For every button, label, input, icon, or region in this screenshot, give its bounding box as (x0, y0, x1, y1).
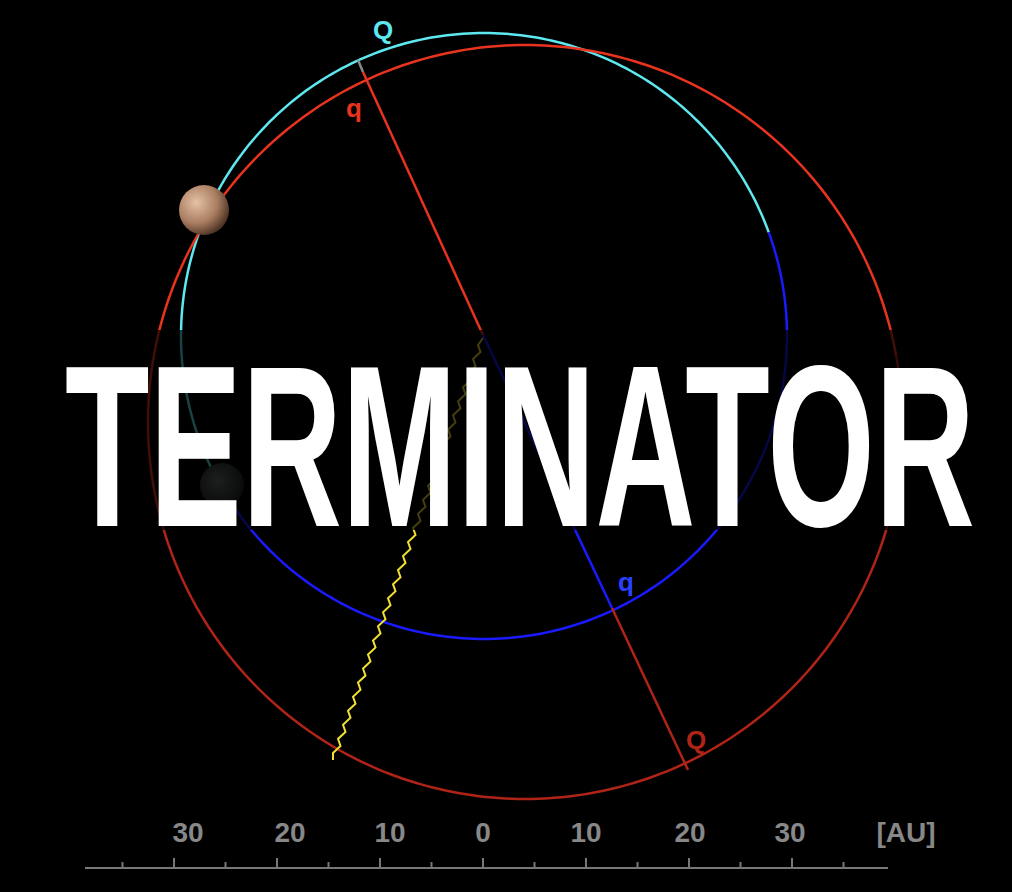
axis-tick (585, 858, 587, 868)
axis-tick (843, 862, 845, 868)
axis-tick (225, 862, 227, 868)
axis-tick (637, 862, 639, 868)
axis-tick (740, 862, 742, 868)
axis-number: 0 (475, 819, 491, 847)
apsis-line (363, 72, 483, 335)
planet-body (179, 185, 229, 235)
axis-tick (482, 858, 484, 868)
perihelion-label: q (346, 95, 362, 121)
scale-axis (85, 858, 888, 868)
axis-tick (173, 858, 175, 868)
axis-tick (122, 862, 124, 868)
title-text: TERMINATOR (65, 332, 975, 562)
axis-number: 20 (674, 819, 705, 847)
axis-tick (534, 862, 536, 868)
axis-number: 20 (274, 819, 305, 847)
axis-unit: [AU] (876, 819, 935, 847)
apsis-line (358, 60, 363, 72)
axis-tick (379, 858, 381, 868)
axis-tick (431, 862, 433, 868)
apsis-line (612, 608, 688, 770)
axis-tick (791, 858, 793, 868)
axis-tick (688, 858, 690, 868)
axis-number: 30 (172, 819, 203, 847)
axis-number: 10 (374, 819, 405, 847)
axis-line (85, 867, 888, 869)
axis-number: 10 (570, 819, 601, 847)
axis-tick (276, 858, 278, 868)
perihelion-label: q (618, 569, 634, 595)
axis-tick (328, 862, 330, 868)
aphelion-label: Q (373, 17, 393, 43)
axis-number: 30 (774, 819, 805, 847)
aphelion-label: Q (686, 727, 706, 753)
